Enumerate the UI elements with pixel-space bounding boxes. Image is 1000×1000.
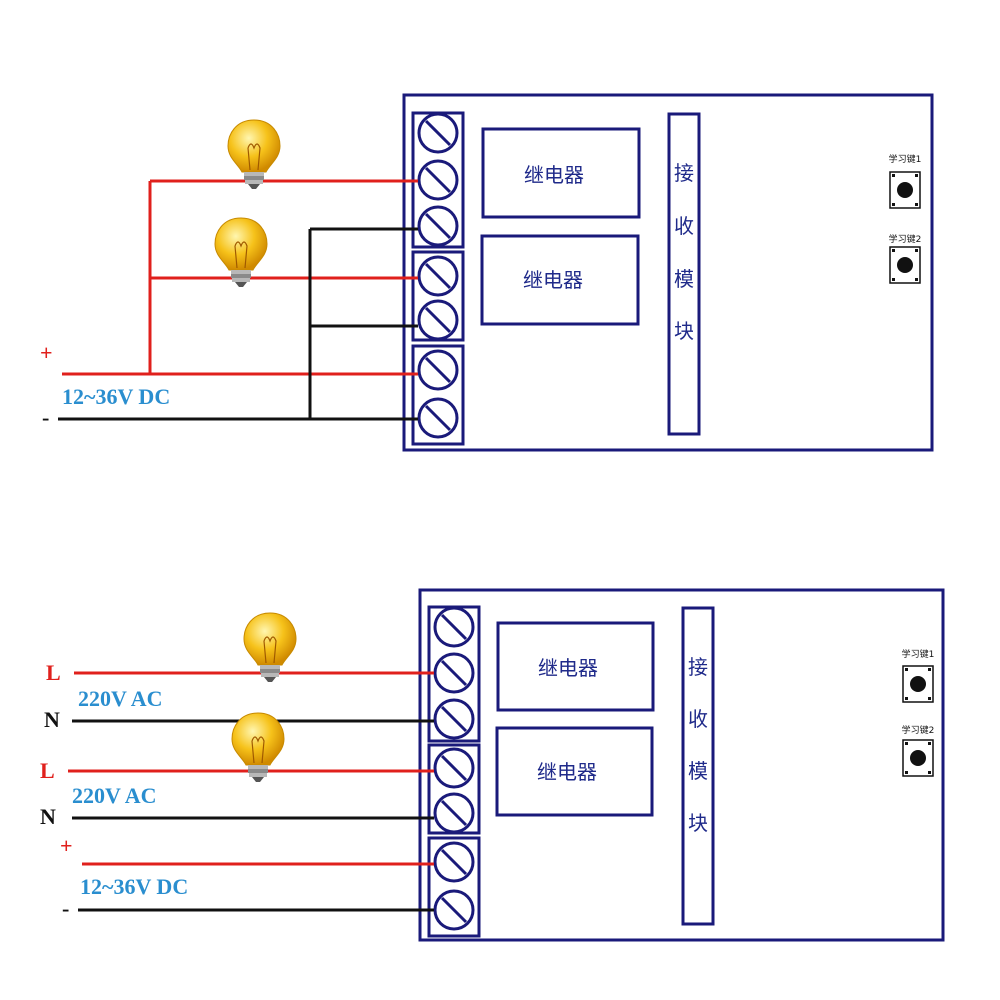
bottom-diagram: 继电器 继电器 接 收 模 块 学习键1 学习键2 [40,588,945,942]
top-positive-wires [62,179,418,376]
bottom-circuit2-neutral-label: N [40,804,56,829]
top-relay-2 [480,234,640,326]
bottom-minus-label: - [62,896,69,921]
terminal-screw-icon [417,159,459,201]
bottom-circuit1-line-label: L [46,660,61,685]
terminal-screw-icon [433,652,475,694]
top-learn-button-1 [889,171,921,209]
bottom-circuit1-supply-label: 220V AC [78,686,163,711]
bottom-terminal-block-1 [427,605,481,743]
terminal-screw-icon [433,747,475,789]
terminal-screw-icon [433,792,475,834]
top-minus-label: - [42,405,49,430]
top-supply-label: 12~36V DC [62,384,170,409]
bottom-terminal-block-3 [427,836,481,938]
top-learn-button-2-label: 学习键2 [889,233,922,245]
terminal-screw-icon [417,112,459,154]
bottom-circuit2-supply-label: 220V AC [72,783,157,808]
bottom-relay-2 [495,726,654,817]
top-learn-button-2 [889,246,921,284]
light-bulb-icon [227,119,281,190]
bottom-circuit1-neutral-label: N [44,707,60,732]
terminal-screw-icon [417,397,459,439]
top-relay-2-label: 继电器 [523,268,583,292]
top-plus-label: + [40,340,53,365]
top-receiver-module [667,112,701,436]
bottom-learn-button-2 [902,739,934,777]
bottom-terminal-block-2 [427,743,481,835]
top-receiver-char: 收 [674,214,694,238]
bottom-relay-1-label: 继电器 [538,656,598,680]
terminal-screw-icon [417,205,459,247]
bottom-plus-label: + [60,833,73,858]
top-negative-wires [58,227,418,421]
top-terminal-block-1 [411,111,465,249]
top-terminal-block-3 [411,344,465,446]
bottom-receiver-char: 模 [688,759,708,783]
top-receiver-char: 接 [674,161,694,185]
terminal-screw-icon [433,606,475,648]
terminal-screw-icon [433,841,475,883]
bottom-receiver-char: 收 [688,707,708,731]
terminal-screw-icon [417,299,459,341]
bottom-learn-button-2-label: 学习键2 [902,724,935,736]
top-terminal-block-2 [411,250,465,342]
bottom-relay-1 [496,621,655,712]
top-learn-button-1-label: 学习键1 [889,153,922,165]
top-relay-1-label: 继电器 [524,163,584,187]
top-receiver-char: 块 [674,319,694,343]
terminal-screw-icon [417,349,459,391]
bottom-learn-button-1 [902,665,934,703]
terminal-screw-icon [417,255,459,297]
bottom-learn-button-1-label: 学习键1 [902,648,935,660]
top-receiver-char: 模 [674,267,694,291]
bottom-relay-2-label: 继电器 [537,760,597,784]
top-relay-1 [481,127,641,219]
top-diagram: 继电器 继电器 接 收 模 块 学习键1 学习键2 [40,93,934,452]
terminal-screw-icon [433,889,475,931]
bottom-supply-label: 12~36V DC [80,874,188,899]
bottom-circuit2-line-label: L [40,758,55,783]
bottom-receiver-char: 块 [688,811,708,835]
bottom-receiver-char: 接 [688,655,708,679]
bottom-receiver-module [681,606,715,926]
terminal-screw-icon [433,698,475,740]
